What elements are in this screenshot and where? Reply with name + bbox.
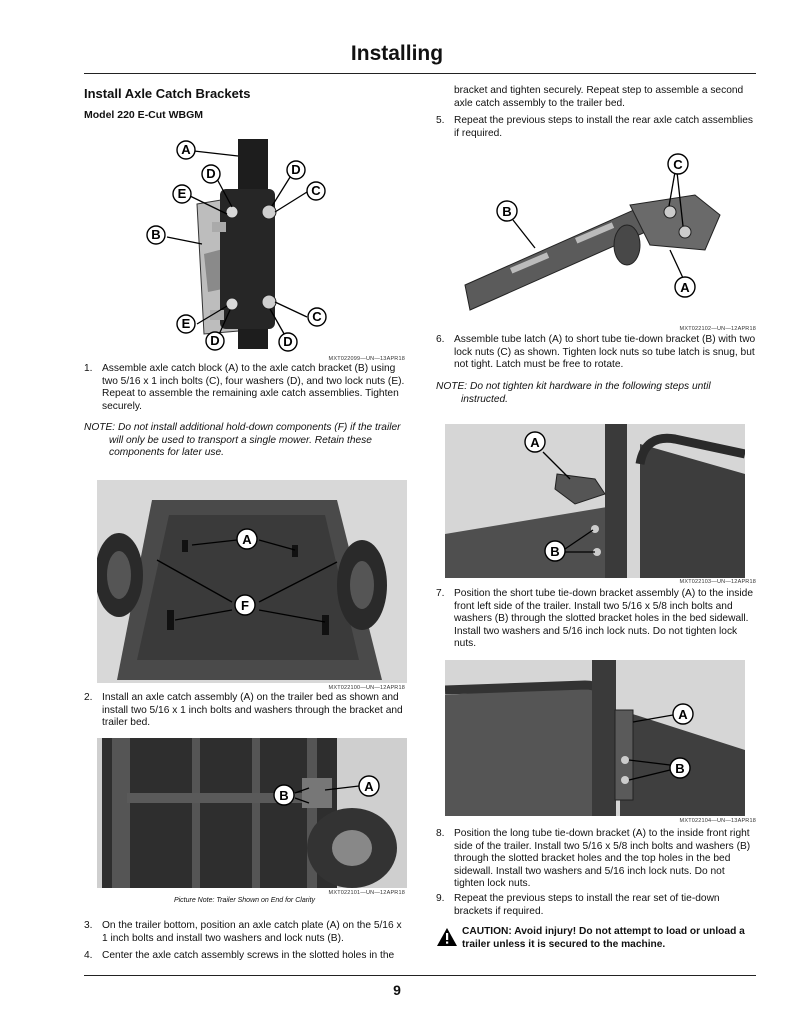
callout-b: B (279, 788, 288, 803)
callout-d: D (206, 166, 215, 181)
figure-caption: MXT022104—UN—13APR18 (679, 818, 756, 824)
model-label: Model 220 E-Cut WBGM (84, 109, 204, 121)
picture-note: Picture Note: Trailer Shown on End for C… (173, 897, 316, 904)
figure-tube-latch: C B A (445, 150, 757, 326)
step-3: 3. On the trailer bottom, position an ax… (84, 920, 402, 944)
callout-a: A (242, 532, 252, 547)
note-do-not-tighten: NOTE: Do not tighten kit hardware in the… (436, 381, 711, 405)
trailer-bottom-photo: B A (97, 738, 407, 888)
note-hold-down: NOTE: Do not install additional hold-dow… (84, 422, 401, 459)
step-6: 6. Assemble tube latch (A) to short tube… (436, 334, 756, 371)
step-8: 8. Position the long tube tie-down brack… (436, 828, 751, 890)
footer-rule (84, 975, 756, 976)
step-2: 2. Install an axle catch assembly (A) on… (84, 692, 403, 729)
section-heading: Install Axle Catch Brackets (84, 86, 251, 101)
callout-d: D (210, 333, 219, 348)
callout-b: B (675, 761, 684, 776)
page-number: 9 (393, 982, 401, 998)
figure-trailer-bottom: B A (97, 738, 407, 888)
step-9: 9. Repeat the previous steps to install … (436, 893, 720, 917)
short-tube-bracket-photo: A B (445, 424, 745, 578)
figure-trailer-bed: A F (97, 480, 407, 683)
callout-f: F (241, 598, 249, 613)
callout-e: E (182, 316, 191, 331)
callout-c: C (311, 183, 321, 198)
callout-c: C (673, 157, 683, 172)
callout-d: D (291, 162, 300, 177)
callout-a: A (530, 435, 540, 450)
callout-a: A (680, 280, 690, 295)
tube-latch-diagram: C B A (464, 153, 721, 311)
figure-caption: MXT022100—UN—12APR18 (328, 685, 405, 691)
figure-short-tube-bracket: A B (445, 424, 745, 578)
header-rule (84, 73, 756, 74)
callout-b: B (151, 227, 160, 242)
step-4-continued: bracket and tighten securely. Repeat ste… (454, 85, 744, 109)
figure-axle-catch-block: A D D C E B C E D D (142, 134, 392, 356)
figure-long-tube-bracket: A B (445, 660, 745, 816)
caution-block: CAUTION: Avoid injury! Do not attempt to… (436, 926, 756, 951)
callout-a: A (181, 142, 191, 157)
figure-caption: MXT022103—UN—12APR18 (679, 579, 756, 585)
callout-b: B (550, 544, 559, 559)
figure-caption: MXT022101—UN—12APR18 (328, 890, 405, 896)
callout-c: C (312, 309, 322, 324)
step-4: 4. Center the axle catch assembly screws… (84, 950, 395, 961)
figure-caption: MXT022099—UN—13APR18 (328, 356, 405, 362)
trailer-bed-photo: A F (97, 480, 407, 683)
axle-catch-diagram: A D D C E B C E D D (146, 139, 327, 352)
long-tube-bracket-photo: A B (445, 660, 745, 816)
step-5: 5. Repeat the previous steps to install … (436, 115, 753, 139)
callout-b: B (502, 204, 511, 219)
step-7: 7. Position the short tube tie-down brac… (436, 588, 753, 650)
callout-e: E (178, 186, 187, 201)
callout-a: A (678, 707, 688, 722)
caution-text: CAUTION: Avoid injury! Do not attempt to… (462, 926, 745, 950)
callout-d: D (283, 334, 292, 349)
figure-caption: MXT022102—UN—12APR18 (679, 326, 756, 332)
page-title: Installing (350, 42, 444, 65)
step-1: 1. Assemble axle catch block (A) to the … (84, 363, 405, 412)
callout-a: A (364, 779, 374, 794)
warning-triangle-icon (437, 928, 457, 946)
